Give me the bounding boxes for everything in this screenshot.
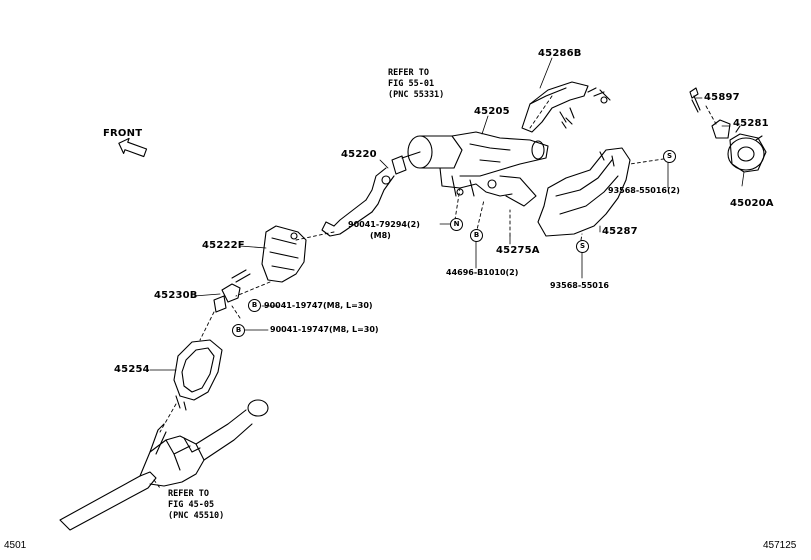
ref-top-line2: FIG 55-01 [388, 79, 435, 89]
part-93568-55016[interactable]: 93568-55016 [550, 281, 609, 290]
part-90041-19747-b[interactable]: 90041-19747(M8, L=30) [270, 325, 379, 334]
marker-s-top: S [663, 150, 676, 163]
part-45254[interactable]: 45254 [114, 364, 150, 375]
part-45897[interactable]: 45897 [704, 92, 740, 103]
upper-column-cover [521, 81, 611, 133]
part-45287[interactable]: 45287 [602, 226, 638, 237]
marker-b-19747-b: B [232, 324, 245, 337]
steering-rack [59, 399, 269, 531]
refer-to-fig-45-05[interactable]: REFER TO FIG 45-05 (PNC 45510) [168, 489, 224, 522]
part-90041-19747-a[interactable]: 90041-19747(M8, L=30) [264, 301, 373, 310]
marker-s-bottom: S [576, 240, 589, 253]
part-44696-b1010[interactable]: 44696-B1010(2) [446, 268, 519, 277]
footer-left-code: 4501 [4, 540, 27, 551]
part-45220[interactable]: 45220 [341, 149, 377, 160]
refer-to-fig-55-01[interactable]: REFER TO FIG 55-01 (PNC 55331) [388, 68, 444, 101]
part-45286b[interactable]: 45286B [538, 48, 582, 59]
front-label: FRONT [103, 128, 143, 139]
universal-joint [213, 269, 251, 313]
footer-right-code: 457125 [763, 540, 797, 551]
part-45230b[interactable]: 45230B [154, 290, 198, 301]
marker-b-44696: B [470, 229, 483, 242]
marker-b-19747-a: B [248, 299, 261, 312]
part-45275a[interactable]: 45275A [496, 245, 540, 256]
steering-column-assembly [401, 131, 549, 207]
column-hole-cover [261, 225, 307, 283]
front-arrow-icon [118, 137, 148, 158]
part-45222f[interactable]: 45222F [202, 240, 245, 251]
screw-45897 [689, 87, 701, 113]
ref-bottom-line3: (PNC 45510) [168, 511, 225, 521]
ref-top-line3: (PNC 55331) [388, 90, 445, 100]
intermediate-shaft [321, 155, 407, 237]
ref-top-line1: REFER TO [388, 68, 429, 78]
lower-column-cover [537, 147, 631, 237]
part-93568-55016-2[interactable]: 93568-55016(2) [608, 186, 680, 195]
part-45205[interactable]: 45205 [474, 106, 510, 117]
ref-bottom-line1: REFER TO [168, 489, 209, 499]
part-45281[interactable]: 45281 [733, 118, 769, 129]
part-90041-79294[interactable]: 90041-79294(2) [348, 220, 420, 229]
ref-bottom-line2: FIG 45-05 [168, 500, 215, 510]
ignition-housing [711, 119, 767, 173]
steering-seal [173, 339, 223, 411]
part-90041-79294-sub: (M8) [370, 231, 391, 240]
marker-n: N [450, 218, 463, 231]
part-45020a[interactable]: 45020A [730, 198, 774, 209]
